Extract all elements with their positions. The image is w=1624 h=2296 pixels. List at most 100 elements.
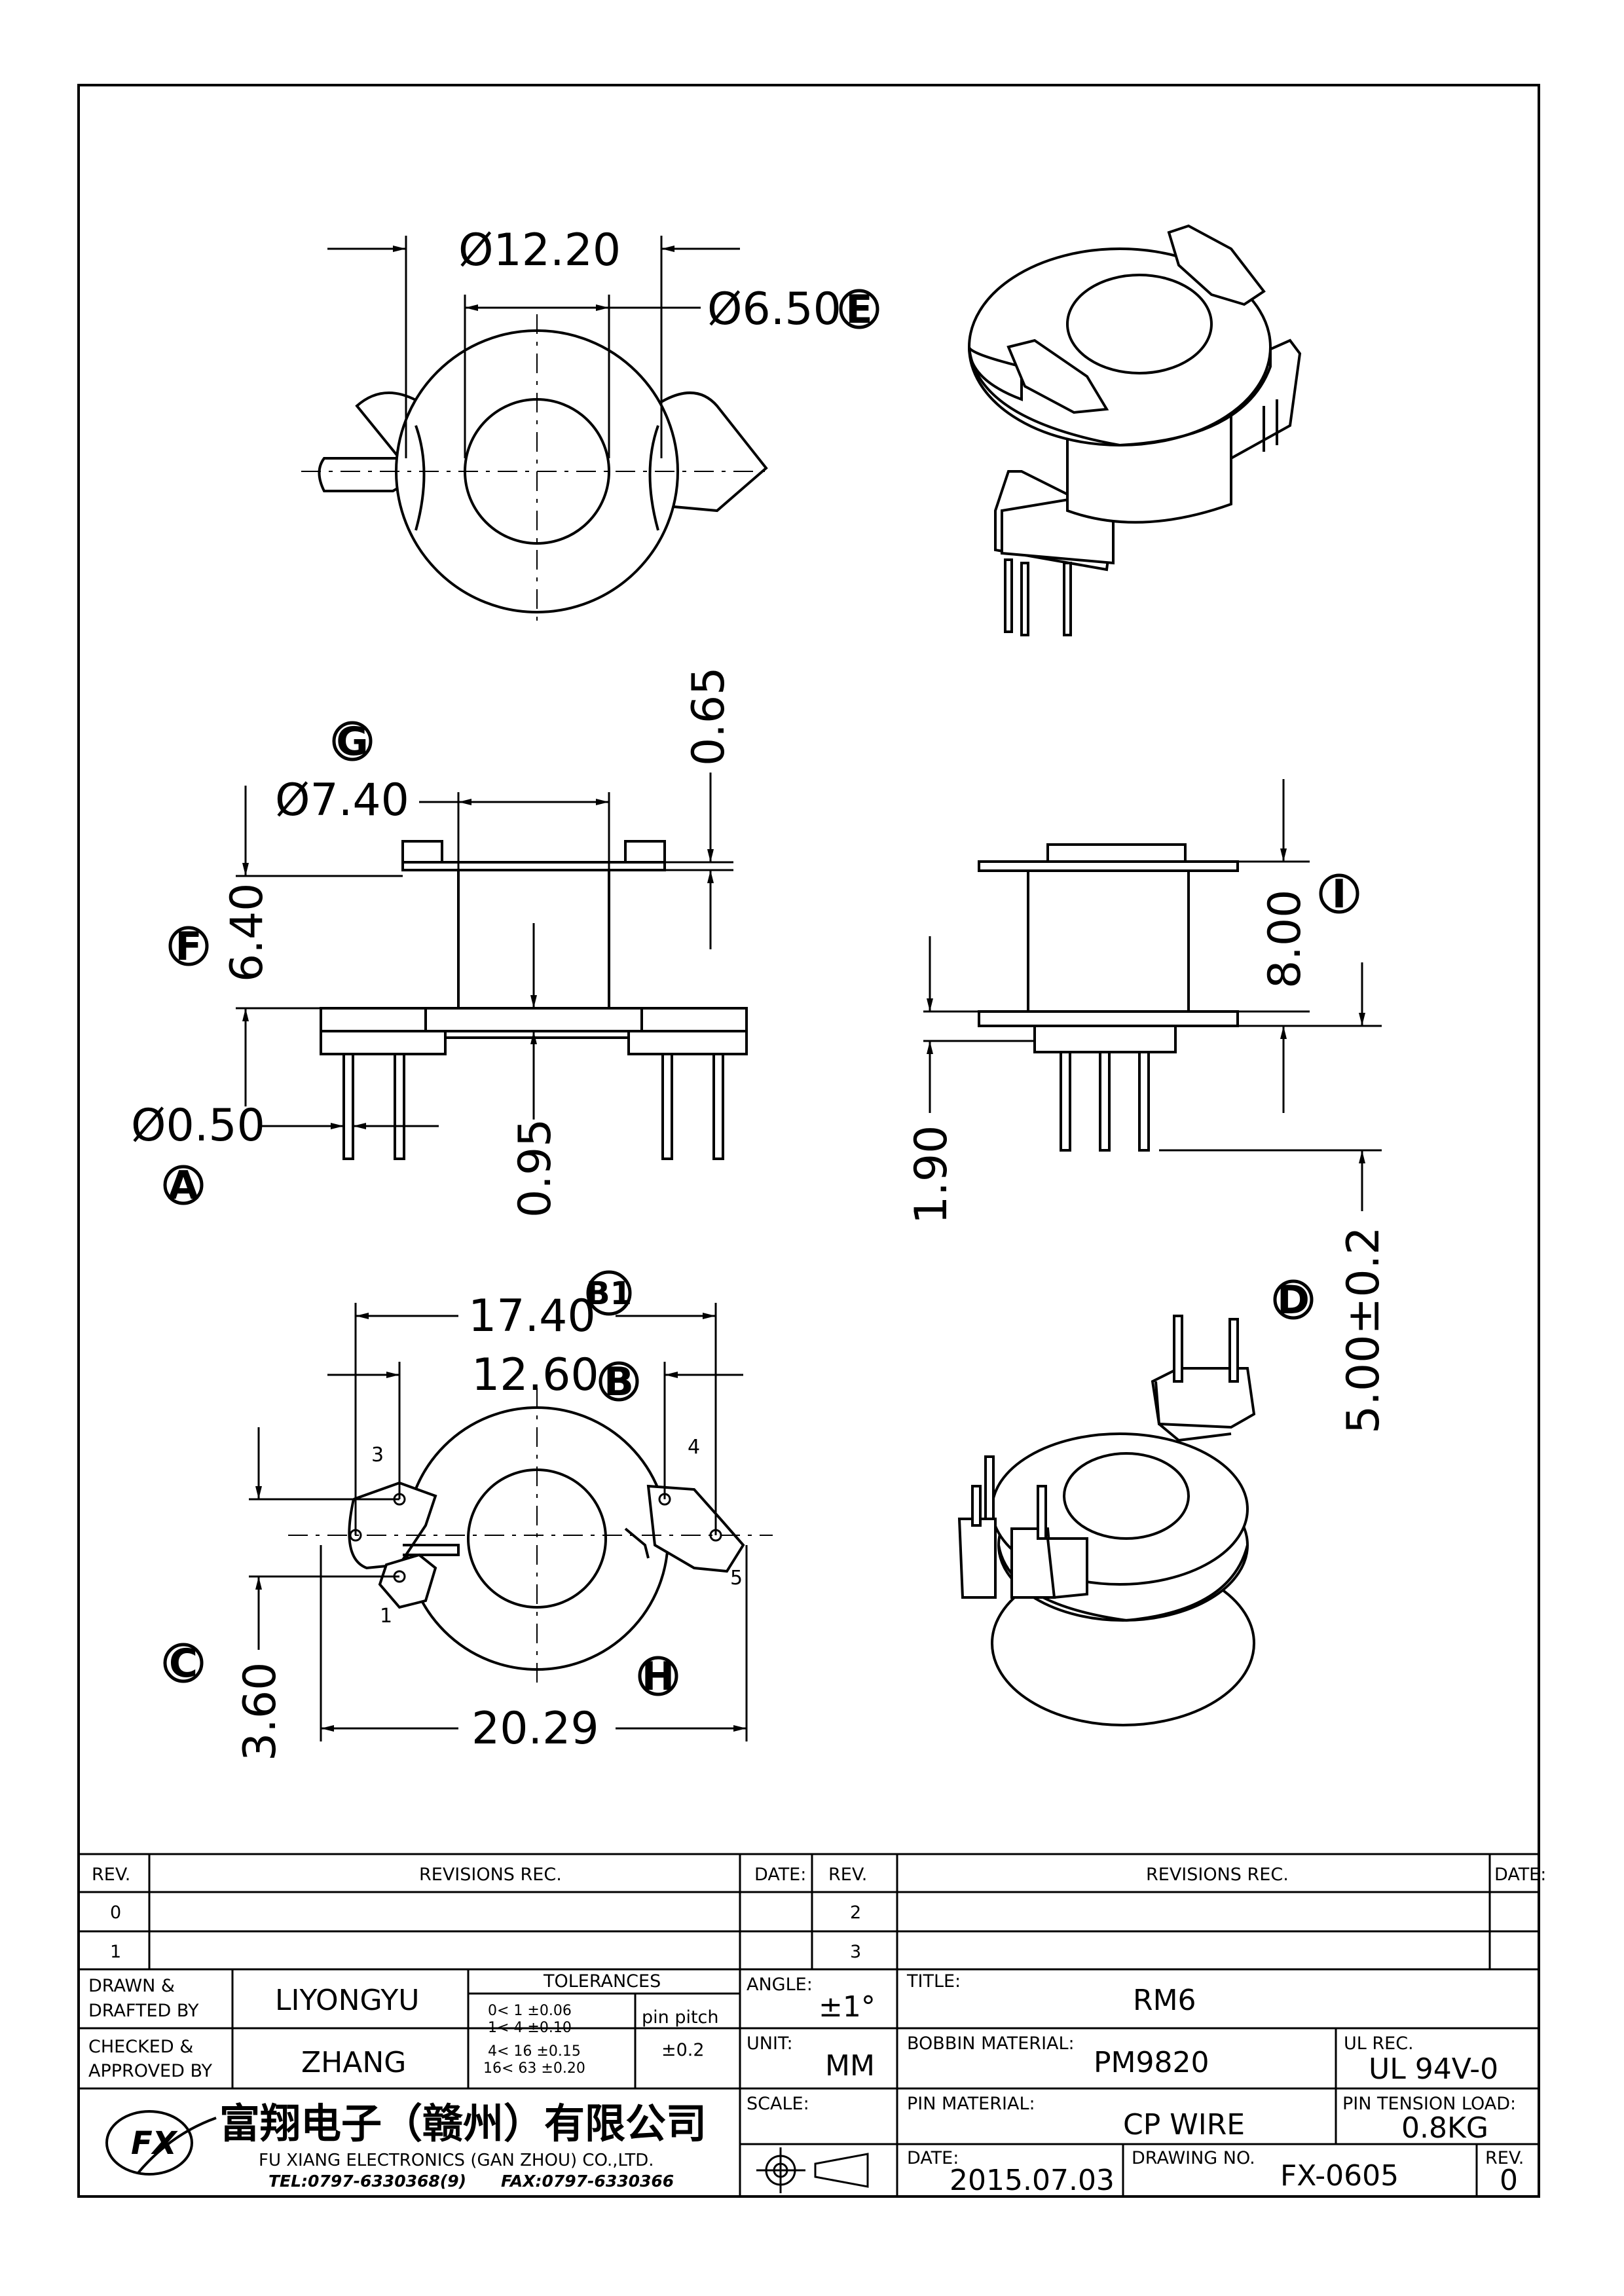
angle-value: ±1°: [819, 1990, 876, 2024]
checked-by-value: ZHANG: [301, 2046, 406, 2079]
date-label: DATE:: [907, 2148, 959, 2168]
drawing-no-label: DRAWING NO.: [1132, 2148, 1255, 2168]
checked-label-2: APPROVED BY: [88, 2061, 213, 2081]
tolerance-row-3: 4< 16 ±0.15: [488, 2043, 581, 2060]
drawn-label-1: DRAWN &: [88, 1976, 175, 1996]
label-i-circle: [1319, 873, 1359, 914]
date-header-right: DATE:: [1494, 1865, 1546, 1885]
title-value: RM6: [1133, 1984, 1196, 2017]
top-view-dims: [327, 236, 740, 458]
label-g-circle: [332, 721, 373, 761]
dim-pin-offset-c: 3.60: [234, 1662, 286, 1761]
rev-row-1: 1: [110, 1942, 121, 1962]
rev-row-3: 3: [850, 1942, 861, 1962]
company-fax: FAX:0797-6330366: [501, 2172, 674, 2191]
rev-value: 0: [1500, 2164, 1518, 2197]
dim-width-b1: 17.40: [468, 1290, 596, 1342]
tolerance-row-4: 16< 63 ±0.20: [483, 2060, 585, 2077]
company-name-chinese: 富翔电子（赣州）有限公司: [219, 2100, 707, 2147]
label-a-circle: [163, 1165, 204, 1205]
dim-pin-dia: Ø0.50: [131, 1100, 265, 1152]
unit-value: MM: [825, 2049, 875, 2083]
label-c: C: [169, 1641, 198, 1686]
label-e: E: [846, 287, 873, 333]
ul-rec-label: UL REC.: [1344, 2033, 1414, 2054]
pin-number-5: 5: [730, 1567, 743, 1590]
isometric-view-bottom: [957, 1315, 1256, 1726]
dim-base-step: 0.95: [509, 1119, 561, 1218]
label-b: B: [604, 1359, 634, 1405]
label-b1: B1: [586, 1275, 632, 1312]
revisions-header-right: REVISIONS REC.: [1146, 1865, 1289, 1885]
drawn-label-2: DRAFTED BY: [88, 2001, 199, 2021]
revisions-header-left: REVISIONS REC.: [419, 1865, 562, 1885]
label-h-circle: [638, 1656, 678, 1696]
pin-pitch-label: pin pitch: [642, 2007, 719, 2028]
label-d-circle: [1273, 1279, 1314, 1320]
label-d: D: [1277, 1277, 1310, 1323]
dim-top-outer-dia: Ø12.20: [458, 225, 621, 276]
ul-rec-value: UL 94V-0: [1369, 2052, 1498, 2086]
date-value: 2015.07.03: [950, 2164, 1115, 2197]
pin-tension-label: PIN TENSION LOAD:: [1342, 2094, 1516, 2114]
bobbin-material-value: PM9820: [1094, 2046, 1209, 2079]
bottom-view-dims: [249, 1303, 748, 1741]
label-g: G: [336, 719, 368, 765]
sheet-border: [77, 84, 1540, 2198]
label-b-circle: [599, 1361, 639, 1402]
pin-material-label: PIN MATERIAL:: [907, 2094, 1035, 2114]
side-view-dims: [923, 779, 1382, 1211]
label-a: A: [168, 1163, 199, 1209]
rev-header-left: REV.: [92, 1865, 130, 1885]
label-b1-circle: [586, 1270, 632, 1316]
angle-label: ANGLE:: [747, 1975, 813, 1995]
title-label: TITLE:: [906, 1971, 961, 1992]
projection-symbol: [756, 2147, 869, 2193]
pin-pitch-value: ±0.2: [661, 2040, 705, 2060]
company-name-english: FU XIANG ELECTRONICS (GAN ZHOU) CO.,LTD.: [259, 2151, 654, 2170]
label-f: F: [175, 924, 202, 970]
bottom-view-centerlines: [288, 1388, 773, 1689]
pin-material-value: CP WIRE: [1123, 2108, 1245, 2141]
tolerance-row-2: 1< 4 ±0.10: [488, 2020, 572, 2036]
pin-number-4: 4: [688, 1436, 700, 1459]
checked-label-1: CHECKED &: [88, 2037, 193, 2057]
front-view-dims: [236, 773, 733, 1129]
rev-row-0: 0: [110, 1903, 121, 1923]
bobbin-material-label: BOBBIN MATERIAL:: [907, 2033, 1075, 2054]
dim-pin-length: 5.00±0.2: [1338, 1226, 1390, 1434]
dim-width-b: 12.60: [471, 1349, 599, 1401]
rev-header-right: REV.: [828, 1865, 867, 1885]
tolerance-row-1: 0< 1 ±0.06: [488, 2003, 572, 2019]
dim-flange-thk: 0.65: [683, 667, 735, 766]
rev-label: REV.: [1485, 2148, 1524, 2168]
pin-number-3: 3: [371, 1444, 384, 1467]
company-logo: [105, 2110, 217, 2176]
label-h: H: [642, 1654, 674, 1700]
date-header-left: DATE:: [754, 1865, 806, 1885]
title-block-grid: [79, 1853, 1539, 2196]
dim-height-right: 8.00: [1259, 890, 1311, 989]
tolerances-header: TOLERANCES: [543, 1971, 661, 1992]
label-i: I: [1332, 871, 1346, 917]
pin-tension-value: 0.8KG: [1401, 2111, 1488, 2145]
dim-height-f: 6.40: [221, 883, 273, 982]
label-e-circle: [839, 289, 879, 329]
logo-text: FX: [131, 2125, 178, 2162]
isometric-view-top: [968, 224, 1302, 636]
top-view: [301, 314, 773, 629]
dim-top-inner-dia: Ø6.50: [707, 283, 841, 335]
company-tel: TEL:0797-6330368(9): [268, 2172, 466, 2191]
label-c-circle: [163, 1643, 204, 1683]
bottom-view: [348, 1406, 745, 1671]
drawn-by-value: LIYONGYU: [275, 1984, 420, 2017]
unit-label: UNIT:: [747, 2033, 793, 2054]
label-f-circle: [168, 926, 209, 966]
scale-label: SCALE:: [747, 2094, 809, 2114]
dim-flange-dia: Ø7.40: [275, 774, 409, 826]
rev-row-2: 2: [850, 1903, 861, 1923]
pin-number-1: 1: [380, 1605, 392, 1628]
dim-pin-standoff: 1.90: [906, 1125, 957, 1224]
side-view: [978, 843, 1239, 1152]
